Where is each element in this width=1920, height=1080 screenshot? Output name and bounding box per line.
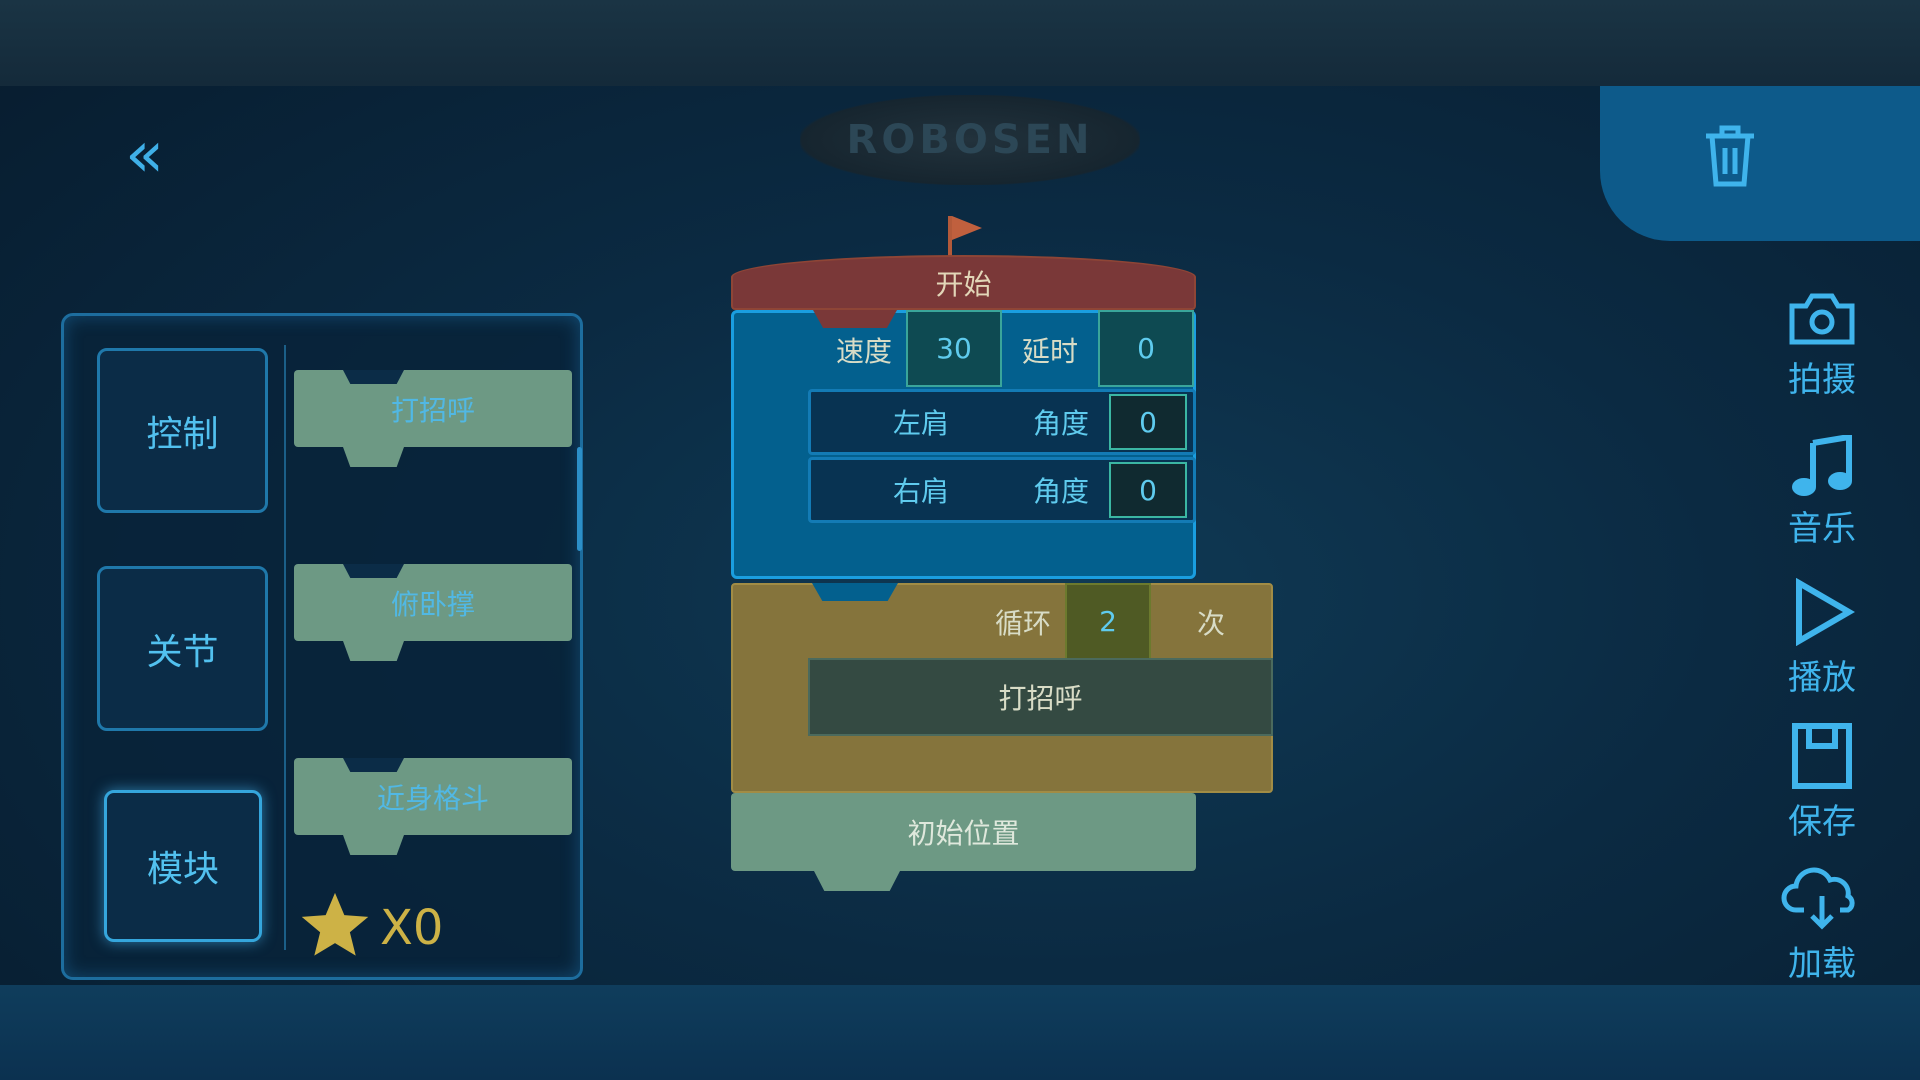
category-joint[interactable]: 关节 [97, 566, 268, 731]
category-label: 模块 [146, 849, 219, 890]
flag-icon [948, 216, 982, 258]
trash-panel [1600, 86, 1920, 241]
start-block[interactable]: 开始 [731, 255, 1196, 310]
star-count: X0 [380, 900, 444, 956]
music-note-icon [1792, 435, 1852, 496]
toolbar-label: 音乐 [1788, 509, 1856, 549]
trash-icon [1706, 125, 1754, 187]
block-label: 俯卧撑 [390, 587, 475, 621]
block-label: 初始位置 [907, 817, 1020, 850]
loop-count-input[interactable]: 2 [1065, 583, 1151, 660]
angle-input[interactable]: 0 [1109, 462, 1187, 518]
top-bar [0, 0, 1920, 86]
angle-label: 角度 [1032, 475, 1089, 508]
save-icon [1792, 723, 1852, 789]
joint-row-left-shoulder[interactable]: 左肩 角度 0 [808, 389, 1196, 455]
trash-button[interactable] [1700, 120, 1760, 190]
initial-position-block[interactable]: 初始位置 [731, 793, 1196, 871]
back-button[interactable]: « [125, 123, 195, 187]
angle-input[interactable]: 0 [1109, 394, 1187, 450]
category-label: 关节 [146, 631, 219, 673]
palette-divider [284, 345, 286, 950]
palette-block-combat[interactable]: 近身格斗 [294, 758, 572, 855]
toolbar-label: 播放 [1788, 658, 1856, 698]
toolbar-label: 保存 [1788, 802, 1856, 842]
floor-background [0, 985, 1920, 1080]
category-control[interactable]: 控制 [97, 348, 268, 513]
motion-block[interactable]: 速度 30 延时 0 [731, 310, 1196, 579]
loop-label: 循环 [994, 606, 1051, 640]
joint-row-right-shoulder[interactable]: 右肩 角度 0 [808, 457, 1196, 523]
star-icon [301, 892, 369, 956]
start-label: 开始 [935, 268, 992, 301]
robosen-logo: ROBOSEN [800, 95, 1140, 185]
play-button[interactable]: 播放 [1762, 578, 1882, 699]
delay-label: 延时 [1021, 335, 1078, 368]
category-module[interactable]: 模块 [104, 790, 262, 942]
play-icon [1796, 578, 1855, 646]
palette-block-pushup[interactable]: 俯卧撑 [294, 564, 572, 661]
loop-body-block-greet[interactable]: 打招呼 [808, 658, 1273, 736]
cloud-download-icon [1781, 867, 1855, 930]
loop-unit: 次 [1196, 606, 1225, 640]
joint-name: 左肩 [892, 407, 949, 440]
category-label: 控制 [146, 413, 219, 455]
toolbar-label: 加载 [1788, 944, 1856, 984]
save-button[interactable]: 保存 [1762, 722, 1882, 843]
block-label: 打招呼 [390, 393, 475, 427]
block-label: 打招呼 [998, 682, 1083, 715]
delay-input[interactable]: 0 [1098, 310, 1194, 387]
toolbar-label: 拍摄 [1788, 360, 1856, 400]
angle-label: 角度 [1032, 407, 1089, 440]
block-connector [814, 871, 900, 891]
block-label: 近身格斗 [376, 781, 489, 815]
double-chevron-left-icon: « [125, 118, 165, 192]
camera-icon [1789, 293, 1855, 345]
speed-input[interactable]: 30 [906, 310, 1002, 387]
palette-block-greet[interactable]: 打招呼 [294, 370, 572, 467]
joint-name: 右肩 [892, 475, 949, 508]
speed-label: 速度 [835, 335, 892, 368]
music-button[interactable]: 音乐 [1762, 435, 1882, 550]
load-button[interactable]: 加载 [1762, 866, 1882, 985]
palette-scrollbar[interactable] [577, 447, 582, 551]
capture-button[interactable]: 拍摄 [1762, 290, 1882, 401]
